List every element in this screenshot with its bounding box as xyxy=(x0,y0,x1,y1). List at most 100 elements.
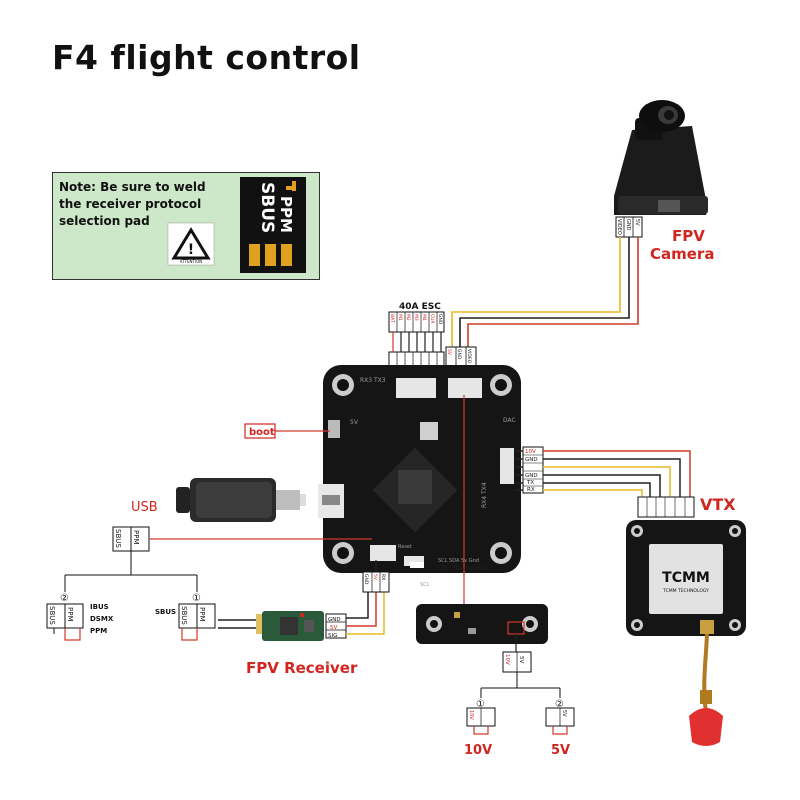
esc-pin-5: CUR xyxy=(429,314,435,324)
circle-1-left: ① xyxy=(192,593,201,604)
camera-pin-5v: 5V xyxy=(634,219,640,226)
power-out-header: 10V 5V xyxy=(502,651,532,673)
vtx-sub: TCMM TECHNOLOGY xyxy=(662,588,709,594)
fc-mark-rx3: RX3 TX3 xyxy=(360,377,386,384)
vtx-pin-tx: TX xyxy=(526,480,534,486)
fc-bus-sda: SDA xyxy=(452,565,465,572)
proto-sbus-side: SBUS xyxy=(155,608,176,616)
rx-side-5v: 5V xyxy=(330,625,337,631)
vtx-antenna xyxy=(689,633,723,746)
camera-pin-video: VIDEO xyxy=(616,219,622,235)
camera-pin-header: VIDEO GND 5V xyxy=(615,216,643,238)
vtx-module: TCMM TCMM TECHNOLOGY xyxy=(626,520,746,636)
label-boot: boot xyxy=(249,427,275,438)
opt2-sbus: SBUS xyxy=(48,606,56,625)
esc-pin-1: M1 xyxy=(397,314,403,321)
power-5v-connector: 5V xyxy=(545,707,575,735)
receiver-side-header: GND 5V SIG xyxy=(325,613,347,639)
flight-controller-board: RX3 TX3 DAC 5V RX4 TX4 SCL SDA 5v Gnd Re… xyxy=(323,365,521,573)
proto-ppm: PPM xyxy=(90,627,107,635)
fc-bus-scl: SCL xyxy=(437,565,449,572)
pout-5v: 5V xyxy=(518,656,524,663)
pout-10v: 10V xyxy=(504,654,510,665)
fc-usb-port-slot xyxy=(322,495,340,505)
power-board: SCL xyxy=(416,582,548,644)
fc-cam-pin-1: GND xyxy=(456,349,462,360)
receiver-wires xyxy=(346,592,385,635)
pad-label-sbus: SBUS xyxy=(257,182,277,233)
vtx-pin-gnd2: GND xyxy=(525,473,538,479)
weld-note-text: Note: Be sure to weld the receiver proto… xyxy=(59,179,209,230)
esc-pin-0: BAT xyxy=(389,314,395,323)
circle-2-bottom: ② xyxy=(555,699,564,710)
protocol-option-2: SBUS PPM xyxy=(46,603,84,641)
page-title: F4 flight control xyxy=(52,38,361,77)
power-10v-connector: 10V xyxy=(466,707,496,735)
svg-text:!: ! xyxy=(188,242,194,258)
fc-mark-5v: 5V xyxy=(350,419,359,426)
camera-wires xyxy=(451,237,639,347)
vtx-fc-header: 10V GND GND TX RX xyxy=(522,446,544,494)
label-fpv-receiver: FPV Receiver xyxy=(246,659,358,677)
note-line-2: the receiver protocol xyxy=(59,197,202,211)
label-camera: Camera xyxy=(650,245,714,263)
fc-mark-bus: SCL SDA 5v Gnd xyxy=(438,558,479,564)
rx-hdr-5v: 5V xyxy=(372,574,378,581)
label-5v: 5V xyxy=(551,743,570,758)
opt1-sbus: SBUS xyxy=(180,606,188,625)
rx-hdr-rx: RX xyxy=(380,574,386,580)
fc-cam-pin-2: VIDEO xyxy=(466,349,472,364)
label-10v: 10V xyxy=(464,743,492,758)
pad-ppm: PPM xyxy=(132,530,140,544)
rx-side-gnd: GND xyxy=(328,617,341,623)
fc-mark-reset: Reset xyxy=(398,544,412,550)
fpv-camera xyxy=(614,100,708,215)
label-fpv: FPV xyxy=(672,227,705,245)
vtx-module-header xyxy=(637,496,695,518)
label-esc: 40A ESC xyxy=(399,302,441,312)
label-usb: USB xyxy=(131,500,158,515)
fpv-receiver xyxy=(218,611,324,641)
fc-bus-gnd: Gnd xyxy=(473,565,485,572)
rx-side-sig: SIG xyxy=(328,633,337,639)
fc-cam-pin-0: 5V xyxy=(446,349,452,356)
warning-caption: ATTENTION xyxy=(180,259,203,264)
esc-pin-2: M2 xyxy=(405,314,411,321)
protocol-tree xyxy=(64,551,198,592)
note-line-1: Note: Be sure to weld xyxy=(59,180,206,194)
esc-pin-3: M3 xyxy=(413,314,419,321)
vtx-pin-10v: 10V xyxy=(525,449,536,455)
proto-ibus: IBUS xyxy=(90,603,109,611)
fc-mark-rx4: RX4 TX4 xyxy=(481,482,488,508)
p2-5v: 5V xyxy=(561,710,567,717)
fc-camera-pin-header: 5V GND VIDEO xyxy=(445,346,477,368)
rx-hdr-gnd: GND xyxy=(363,574,369,585)
esc-pin-header-top: BAT M1 M2 M3 M4 CUR GND xyxy=(388,311,445,333)
proto-dsmx: DSMX xyxy=(90,615,114,623)
pb-scl: SCL xyxy=(420,582,430,588)
usb-cable xyxy=(176,478,306,522)
label-vtx: VTX xyxy=(700,495,736,514)
fc-mark-dac: DAC xyxy=(503,417,516,424)
circle-1-bottom: ① xyxy=(476,699,485,710)
note-line-3: selection pad xyxy=(59,214,150,228)
esc-wires xyxy=(392,332,442,352)
vtx-brand: TCMM xyxy=(662,570,710,586)
p1-10v: 10V xyxy=(468,710,474,720)
protocol-pad-graphic: SBUS PPM xyxy=(240,177,306,273)
receiver-protocol-pad: SBUS PPM xyxy=(112,526,150,552)
opt2-ppm: PPM xyxy=(66,607,74,621)
esc-pin-4: M4 xyxy=(421,314,427,321)
protocol-option-1: SBUS PPM xyxy=(178,603,216,641)
vtx-pin-rx: RX xyxy=(527,487,535,493)
pad-label-ppm: PPM xyxy=(277,196,295,233)
vtx-wires xyxy=(515,450,691,497)
esc-pin-6: GND xyxy=(437,314,443,325)
warning-triangle-icon: ! ATTENTION xyxy=(167,222,215,266)
receiver-fc-header: GND 5V RX xyxy=(362,571,390,593)
camera-pin-gnd: GND xyxy=(625,219,631,231)
opt1-ppm: PPM xyxy=(198,607,206,621)
svg-text:SCL: SCL xyxy=(420,582,430,588)
power-out-tree xyxy=(480,672,561,698)
fc-bus-5v: 5v xyxy=(465,565,473,572)
